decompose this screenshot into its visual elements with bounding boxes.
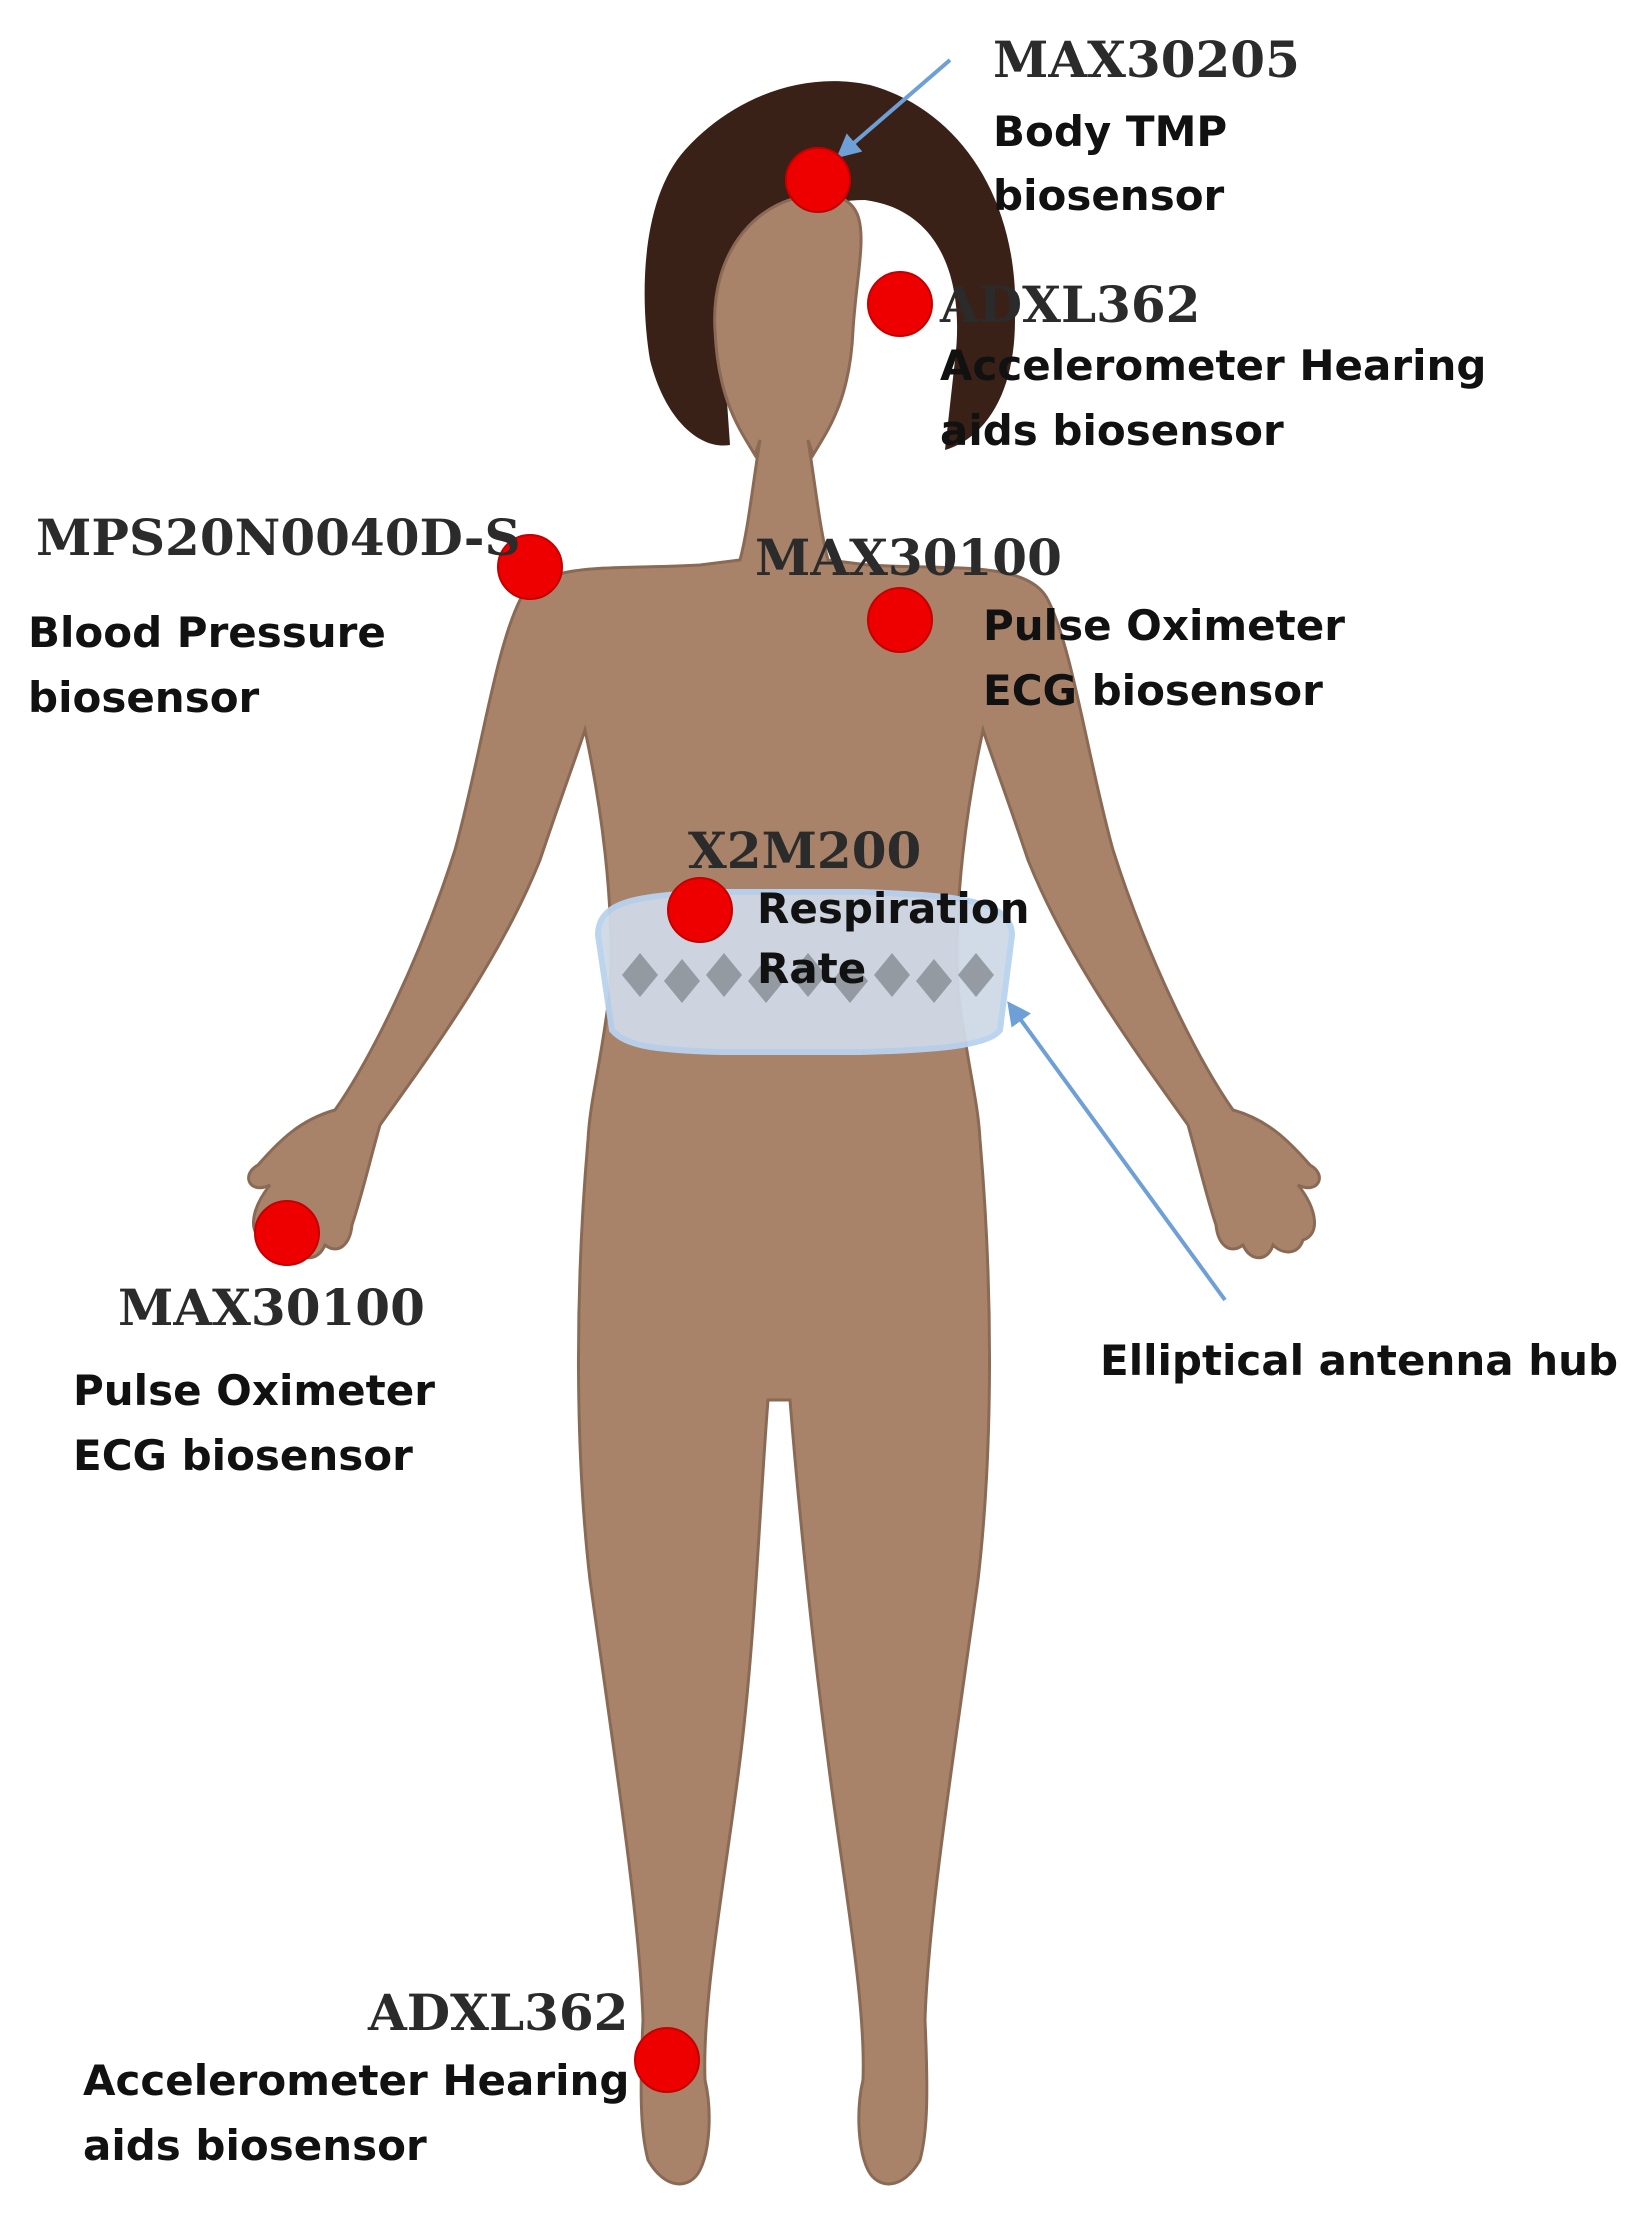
sensor-desc-ear-accel-2: aids biosensor: [940, 406, 1284, 455]
sensor-desc-ankle-accel-2: aids biosensor: [83, 2121, 427, 2170]
sensor-desc-hand-ox-1: Pulse Oximeter: [73, 1366, 435, 1415]
sensor-dot-ankle-accel: [634, 2027, 700, 2093]
sensor-desc-waist-resp-2: Rate: [757, 944, 866, 993]
sensor-model-waist-resp: X2M200: [688, 821, 921, 880]
sensor-model-chest-ox: MAX30100: [755, 528, 1062, 587]
sensor-model-head-temp: MAX30205: [993, 30, 1300, 89]
belt-pattern: [622, 953, 994, 1003]
sensor-model-shoulder-bp: MPS20N0040D-S: [36, 508, 521, 567]
arrow-head-temp: [836, 58, 952, 159]
arrow-antenna-hub: [1007, 1001, 1227, 1302]
human-body-silhouette: [247, 193, 1321, 2186]
hair-shape: [644, 81, 1016, 450]
sensor-dot-waist-resp: [667, 877, 733, 943]
sensor-desc-shoulder-bp-2: biosensor: [28, 673, 260, 722]
sensor-dot-head-temp: [785, 147, 851, 213]
sensor-model-ear-accel: ADXL362: [939, 275, 1200, 334]
antenna-hub-label: Elliptical antenna hub: [1100, 1336, 1618, 1385]
sensor-desc-ear-accel-1: Accelerometer Hearing: [940, 341, 1486, 390]
sensor-desc-head-temp-2: biosensor: [993, 171, 1225, 220]
sensor-desc-head-temp-1: Body TMP: [993, 107, 1227, 156]
sensor-desc-waist-resp-1: Respiration: [757, 884, 1030, 933]
sensor-dot-hand-ox: [254, 1200, 320, 1266]
sensor-desc-ankle-accel-1: Accelerometer Hearing: [83, 2056, 629, 2105]
sensor-model-hand-ox: MAX30100: [118, 1278, 425, 1337]
sensor-desc-hand-ox-2: ECG biosensor: [73, 1431, 413, 1480]
sensor-desc-chest-ox-2: ECG biosensor: [983, 666, 1323, 715]
sensor-desc-shoulder-bp-1: Blood Pressure: [28, 608, 386, 657]
sensor-model-ankle-accel: ADXL362: [367, 1983, 628, 2042]
sensor-desc-chest-ox-1: Pulse Oximeter: [983, 601, 1345, 650]
sensor-dot-ear-accel: [867, 271, 933, 337]
sensor-dot-shoulder-bp: [497, 534, 563, 600]
sensor-dot-chest-ox: [867, 587, 933, 653]
